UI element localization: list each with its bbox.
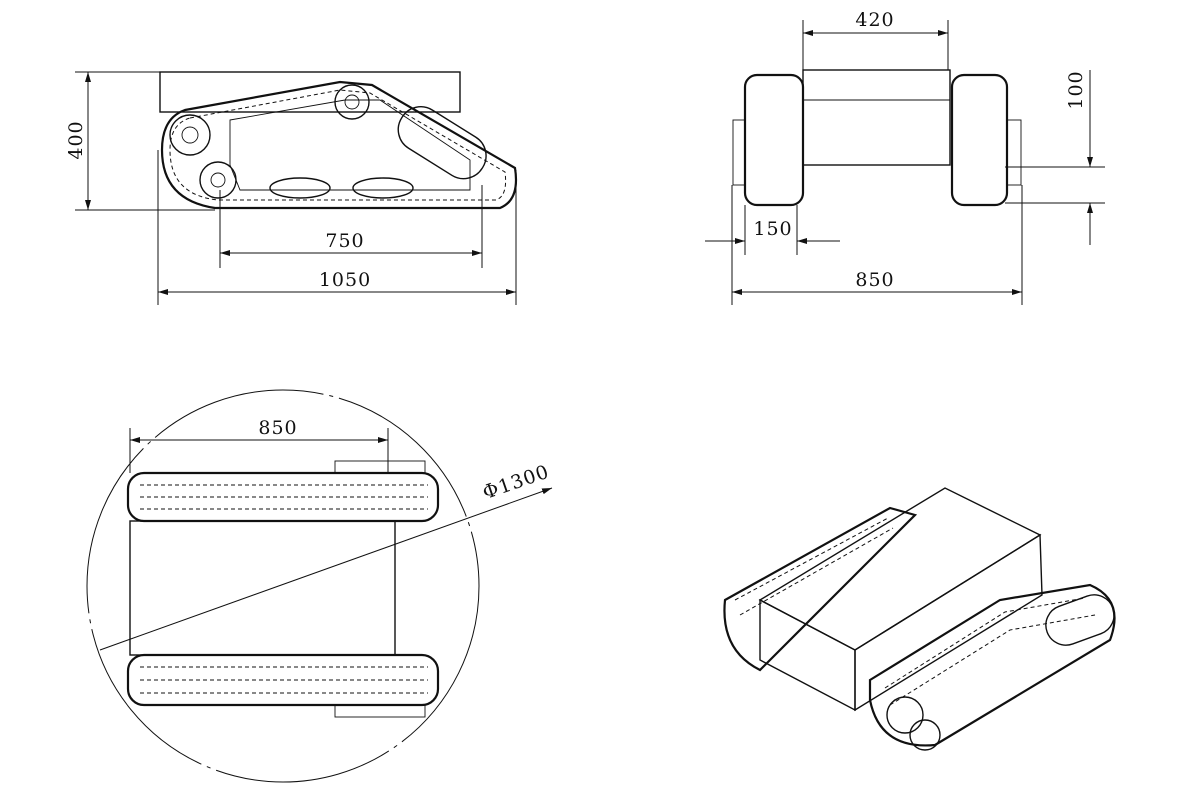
turning-circle	[86, 389, 480, 783]
side-height-label: 400	[65, 120, 87, 159]
side-body	[159, 71, 461, 113]
top-view: 850 Φ1300	[86, 389, 552, 783]
side-wheelbase-label: 750	[325, 230, 364, 252]
front-right-track	[950, 73, 1009, 207]
iso-back-track	[723, 506, 918, 672]
front-view: 420 100 150 850	[705, 9, 1105, 305]
iso-body-top	[758, 487, 1042, 651]
front-body	[802, 69, 951, 166]
turning-diameter-label: Φ1300	[480, 461, 552, 504]
top-body	[129, 520, 396, 656]
isometric-view	[723, 487, 1116, 751]
side-length-label: 1050	[319, 269, 371, 291]
front-width-label: 850	[855, 269, 894, 291]
front-clearance-label: 100	[1065, 70, 1087, 109]
side-view: 400 750 1050	[65, 71, 518, 305]
front-left-track	[743, 73, 805, 207]
top-width-label: 850	[258, 417, 297, 439]
iso-front-track	[868, 583, 1116, 747]
front-track-width-label: 150	[753, 218, 792, 240]
front-body-width-label: 420	[855, 9, 894, 31]
